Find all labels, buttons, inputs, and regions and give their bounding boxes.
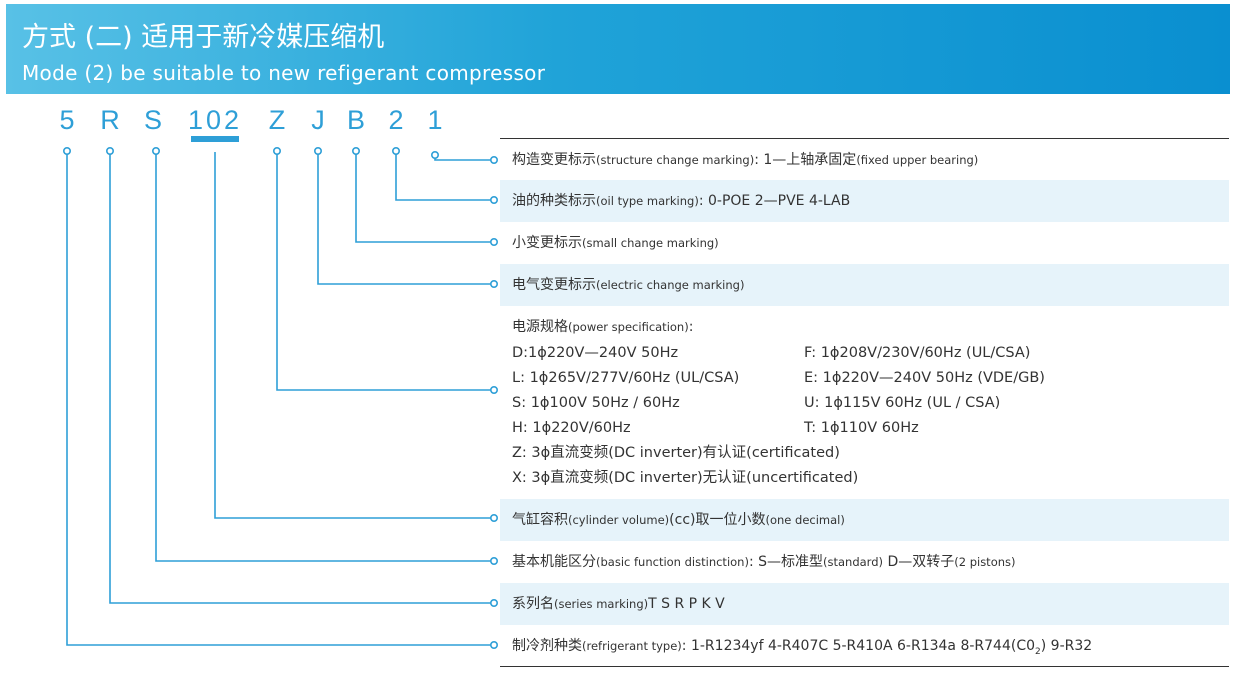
- power-spec-f: F: 1ϕ208V/230V/60Hz (UL/CSA): [804, 345, 1031, 361]
- dot-1: [430, 151, 439, 160]
- label-series: 系列名(series marking)T S R P K V: [512, 596, 725, 612]
- header-banner: 方式 (二) 适用于新冷媒压缩机 Mode (2) be suitable to…: [6, 4, 1230, 94]
- power-spec-x: X: 3ϕ直流变频(DC inverter)无认证(uncertificated…: [512, 470, 859, 486]
- code-char-1: 1: [427, 105, 443, 135]
- end-dot-electric: [489, 279, 498, 288]
- label-power: 电源规格(power specification):: [512, 319, 694, 335]
- band-cylinder: [500, 499, 1229, 541]
- label-electric: 电气变更标示(electric change marking): [512, 277, 745, 293]
- code-char-5: 5: [59, 105, 75, 135]
- end-dot-oil: [489, 196, 498, 205]
- code-char-z: Z: [268, 105, 286, 135]
- band-series: [500, 583, 1229, 625]
- label-small-change: 小变更标示(small change marking): [512, 235, 719, 251]
- power-spec-z: Z: 3ϕ直流变频(DC inverter)有认证(certificated): [512, 445, 840, 461]
- title-chinese: 方式 (二) 适用于新冷媒压缩机: [22, 22, 385, 53]
- dot-z: [272, 147, 281, 156]
- code-char-b: B: [346, 105, 365, 135]
- dot-2: [391, 147, 400, 156]
- band-electric: [500, 264, 1229, 306]
- label-cylinder: 气缸容积(cylinder volume)(cc)取一位小数(one decim…: [512, 512, 845, 528]
- dot-j: [313, 147, 322, 156]
- end-dot-cylinder: [489, 513, 498, 522]
- connector-basic: [155, 152, 493, 562]
- label-oil: 油的种类标示(oil type marking): 0-POE 2—PVE 4-…: [512, 193, 851, 209]
- power-spec-s: S: 1ϕ100V 50Hz / 60Hz: [512, 395, 680, 411]
- dot-r: [106, 147, 115, 156]
- connector-cylinder: [214, 152, 493, 519]
- connector-structure: [434, 158, 493, 161]
- end-dot-refrigerant: [489, 640, 498, 649]
- power-spec-t: T: 1ϕ110V 60Hz: [804, 420, 919, 436]
- end-dot-structure: [489, 156, 498, 165]
- power-spec-h: H: 1ϕ220V/60Hz: [512, 420, 631, 436]
- code-char-2: 2: [388, 105, 404, 135]
- connector-refrigerant: [66, 152, 493, 646]
- end-dot-small-change: [489, 238, 498, 247]
- code-102-underline: [191, 136, 239, 142]
- power-spec-u: U: 1ϕ115V 60Hz (UL / CSA): [804, 395, 1001, 411]
- connector-electric: [317, 152, 493, 285]
- label-structure: 构造变更标示(structure change marking): 1—上轴承固…: [512, 152, 979, 168]
- connector-small-change: [355, 152, 493, 243]
- end-dot-power: [489, 385, 498, 394]
- title-english: Mode (2) be suitable to new refigerant c…: [22, 61, 546, 85]
- end-dot-basic: [489, 556, 498, 565]
- band-oil: [500, 180, 1229, 222]
- dot-5: [62, 147, 71, 156]
- connector-power: [276, 152, 493, 391]
- connector-oil: [395, 152, 493, 201]
- power-spec-d: D:1ϕ220V—240V 50Hz: [512, 345, 679, 361]
- power-spec-e: E: 1ϕ220V—240V 50Hz (VDE/GB): [804, 370, 1045, 386]
- code-char-102: 102: [187, 105, 243, 135]
- code-char-r: R: [100, 105, 120, 135]
- connector-series: [109, 152, 493, 604]
- power-spec-l: L: 1ϕ265V/277V/60Hz (UL/CSA): [512, 370, 740, 386]
- bottom-rule: [500, 666, 1229, 667]
- dot-s: [152, 147, 161, 156]
- label-refrigerant: 制冷剂种类(refrigerant type): 1-R1234yf 4-R40…: [512, 638, 1093, 657]
- top-rule: [500, 138, 1229, 139]
- dot-b: [351, 147, 360, 156]
- end-dot-series: [489, 598, 498, 607]
- label-basic: 基本机能区分(basic function distinction): S—标准…: [512, 554, 1016, 570]
- code-char-s: S: [143, 105, 162, 135]
- code-char-j: J: [311, 105, 325, 135]
